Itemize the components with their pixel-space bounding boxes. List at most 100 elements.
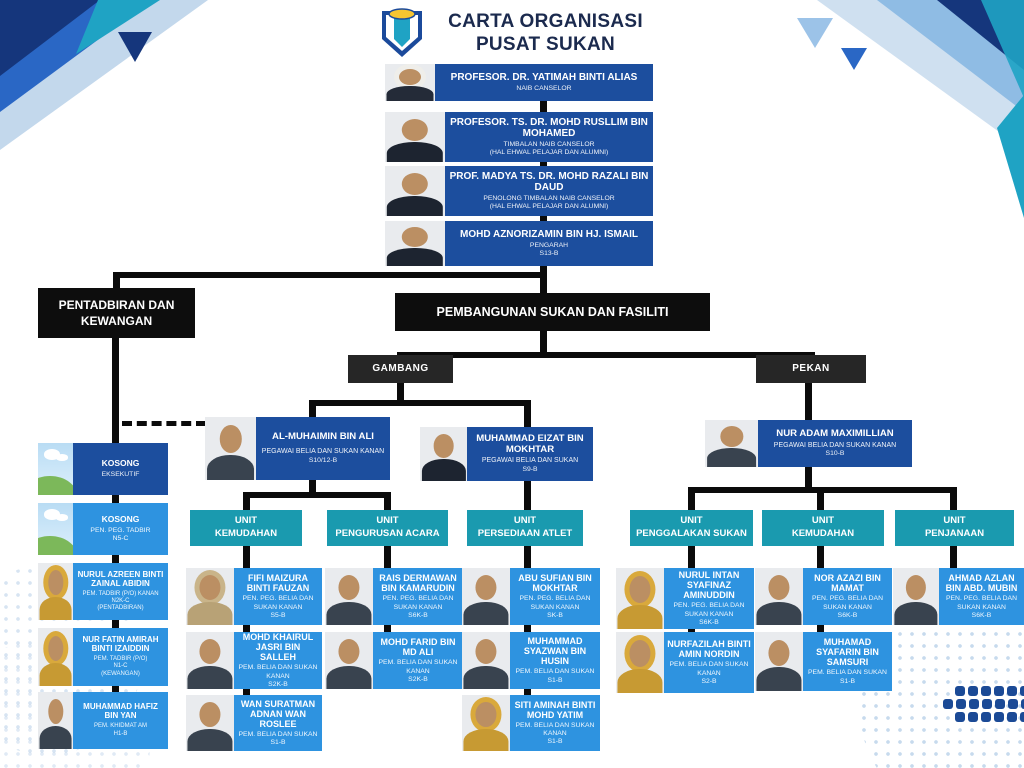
person-photo bbox=[705, 420, 758, 467]
person-role: PEGAWAI BELIA DAN SUKAN bbox=[481, 457, 579, 465]
connector-almuhaimin-down bbox=[309, 478, 316, 496]
connector-hbar-1 bbox=[113, 272, 547, 278]
unit-label-line1: UNIT bbox=[680, 515, 703, 527]
person-role: PEN. PEG. BELIA DAN SUKAN KANAN bbox=[673, 602, 745, 618]
person-name: MOHD KHAIRUL JASRI BIN SALLEH bbox=[242, 632, 314, 663]
unit-persediaan-atlet: UNIT PERSEDIAAN ATLET bbox=[467, 510, 583, 546]
person-role: TIMBALAN NAIB CANSELOR bbox=[503, 140, 595, 148]
person-grade: S2K-B bbox=[408, 675, 428, 683]
connector-drop-unit-penggalakan bbox=[688, 487, 695, 512]
card-muhammad-syazwan: MUHAMMAD SYAZWAN BIN HUSIN PEM. BELIA DA… bbox=[462, 632, 600, 689]
person-name: KOSONG bbox=[101, 514, 140, 525]
person-photo bbox=[462, 632, 510, 689]
card-penolong-timbalan: PROF. MADYA TS. DR. MOHD RAZALI BIN DAUD… bbox=[385, 166, 653, 216]
card-mohd-khairul: MOHD KHAIRUL JASRI BIN SALLEH PEM. BELIA… bbox=[186, 632, 322, 689]
person-grade: S6K-B bbox=[699, 618, 719, 626]
person-grade: S1-B bbox=[547, 738, 563, 746]
card-nurul-intan: NURUL INTAN SYAFINAZ AMINUDDIN PEN. PEG.… bbox=[616, 568, 754, 629]
person-name: SITI AMINAH BINTI MOHD YATIM bbox=[514, 699, 596, 720]
corner-triangles-top-right bbox=[797, 0, 1024, 218]
person-name: NURUL AZREEN BINTI ZAINAL ABIDIN bbox=[77, 569, 164, 588]
person-photo bbox=[385, 112, 445, 162]
person-name: AL-MUHAIMIN BIN ALI bbox=[272, 431, 374, 443]
person-grade: N5-C bbox=[112, 534, 129, 542]
person-photo bbox=[38, 628, 73, 686]
person-photo bbox=[325, 632, 373, 689]
person-name: PROF. MADYA TS. DR. MOHD RAZALI BIN DAUD bbox=[449, 170, 649, 193]
unit-label-line2: KEMUDAHAN bbox=[791, 528, 855, 539]
card-wan-suratman: WAN SURATMAN ADNAN WAN ROSLEE PEM. BELIA… bbox=[186, 695, 322, 751]
card-nurfazilah: NURFAZILAH BINTI AMIN NORDIN PEM. BELIA … bbox=[616, 632, 754, 693]
person-role: PEN. PEG. BELIA DAN SUKAN KANAN bbox=[811, 595, 883, 611]
person-grade: S1-B bbox=[839, 677, 856, 685]
card-muhammad-hafiz: MUHAMMAD HAFIZ BIN YAN PEM. KHIDMAT AM H… bbox=[38, 692, 168, 749]
title-line2: PUSAT SUKAN bbox=[475, 34, 616, 56]
person-role: PEM. TADBIR (P/O) KANAN bbox=[82, 590, 159, 597]
person-name: AHMAD AZLAN BIN ABD. MUBIN bbox=[945, 573, 1018, 594]
connector-drop-eizat bbox=[524, 400, 531, 429]
person-grade: S5-B bbox=[270, 611, 286, 619]
person-role: PENGARAH bbox=[529, 241, 569, 249]
person-photo bbox=[325, 568, 373, 625]
person-role: PEM. BELIA DAN SUKAN KANAN bbox=[669, 661, 749, 677]
connector-drop-unit-kemudahan-g bbox=[243, 492, 250, 512]
branch-pembangunan-sukan-fasiliti: PEMBANGUNAN SUKAN DAN FASILITI bbox=[395, 293, 710, 331]
placeholder-photo bbox=[38, 443, 73, 495]
person-grade: N2K-C bbox=[111, 597, 130, 604]
unit-penggalakan-sukan: UNIT PENGGALAKAN SUKAN bbox=[630, 510, 753, 546]
unit-label-line1: UNIT bbox=[513, 515, 537, 527]
person-note: (KEWANGAN) bbox=[101, 670, 140, 677]
card-timbalan-naib-canselor: PROFESOR. TS. DR. MOHD RUSLLIM BIN MOHAM… bbox=[385, 112, 653, 162]
connector-drop-main bbox=[540, 330, 547, 355]
connector-hbar-4 bbox=[243, 492, 390, 498]
unit-label-line2: PENGGALAKAN SUKAN bbox=[636, 528, 747, 539]
person-role: PEM. BELIA DAN SUKAN bbox=[808, 669, 887, 677]
person-photo bbox=[186, 568, 234, 625]
person-role: PEM. BELIA DAN SUKAN bbox=[238, 730, 318, 738]
person-photo bbox=[755, 568, 803, 625]
person-name: FIFI MAIZURA BINTI FAUZAN bbox=[246, 573, 310, 594]
person-grade: S13-B bbox=[539, 250, 559, 258]
person-role: PEM. BELIA DAN SUKAN KANAN bbox=[238, 664, 318, 680]
connector-nuradam-down bbox=[805, 467, 812, 491]
card-nur-fatin: NUR FATIN AMIRAH BINTI IZAIDDIN PEM. TAD… bbox=[38, 628, 168, 686]
connector-dashed-admin-gambang bbox=[122, 421, 206, 426]
person-photo bbox=[186, 695, 234, 751]
person-photo bbox=[385, 64, 435, 101]
person-grade: N1-C bbox=[113, 663, 128, 670]
person-name: MOHD AZNORIZAMIN BIN HJ. ISMAIL bbox=[460, 228, 638, 240]
person-role: PEM. BELIA DAN SUKAN KANAN bbox=[378, 659, 458, 675]
connector-drop-unit-kemudahan-p bbox=[817, 487, 824, 512]
person-grade: S10/12-B bbox=[308, 456, 338, 464]
card-abu-sufian: ABU SUFIAN BIN MOKHTAR PEN. PEG. BELIA D… bbox=[462, 568, 600, 625]
person-grade: S2-B bbox=[701, 677, 717, 685]
card-nur-adam: NUR ADAM MAXIMILLIAN PEGAWAI BELIA DAN S… bbox=[705, 420, 912, 467]
person-name: NURUL INTAN SYAFINAZ AMINUDDIN bbox=[678, 570, 740, 601]
connector-drop-almuhaimin bbox=[309, 400, 316, 420]
corner-triangles-top-left bbox=[0, 0, 208, 150]
person-role: PEN. PEG. TADBIR bbox=[90, 526, 151, 534]
person-name: NUR ADAM MAXIMILLIAN bbox=[776, 427, 894, 439]
card-pengarah: MOHD AZNORIZAMIN BIN HJ. ISMAIL PENGARAH… bbox=[385, 221, 653, 266]
unit-label-line2: KEMUDAHAN bbox=[214, 528, 278, 539]
person-name: NUR FATIN AMIRAH BINTI IZAIDDIN bbox=[82, 635, 159, 654]
person-role: PEGAWAI BELIA DAN SUKAN KANAN bbox=[773, 441, 897, 449]
card-muhamad-syafarin: MUHAMAD SYAFARIN BIN SAMSURI PEM. BELIA … bbox=[755, 632, 892, 691]
person-name: WAN SURATMAN ADNAN WAN ROSLEE bbox=[240, 698, 316, 729]
person-photo bbox=[420, 427, 467, 481]
person-photo bbox=[755, 632, 803, 691]
person-grade: S6K-B bbox=[837, 611, 858, 619]
card-kosong-eksekutif: KOSONG EKSEKUTIF bbox=[38, 443, 168, 495]
person-note: (PENTADBIRAN) bbox=[97, 605, 144, 612]
person-photo bbox=[38, 692, 73, 749]
person-role: PEN. PEG. BELIA DAN SUKAN KANAN bbox=[242, 595, 314, 611]
unit-label-line1: UNIT bbox=[376, 515, 399, 527]
person-role: PEN. PEG. BELIA DAN SUKAN KANAN bbox=[519, 595, 591, 611]
connector-drop-unit-atlet bbox=[524, 478, 531, 512]
unit-label-line1: UNIT bbox=[943, 515, 966, 527]
person-grade: S6K-B bbox=[971, 611, 992, 619]
connector-drop-unit-acara bbox=[384, 492, 391, 512]
person-name: PROFESOR. TS. DR. MOHD RUSLLIM BIN MOHAM… bbox=[450, 116, 648, 139]
person-photo bbox=[205, 417, 256, 480]
